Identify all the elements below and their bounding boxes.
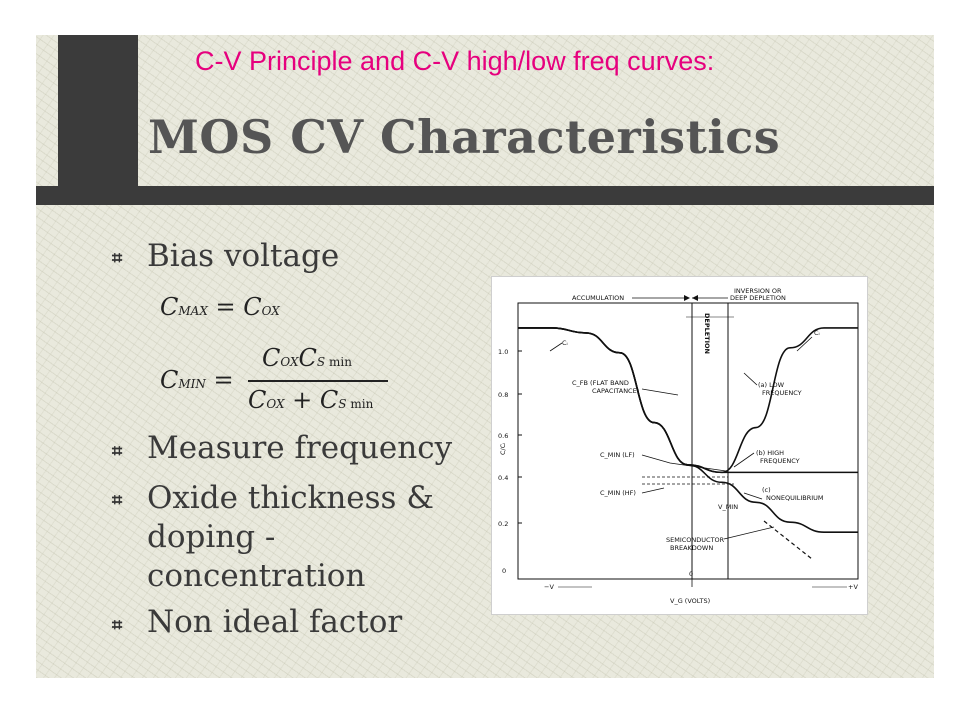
decorative-horizontal-bar [36,186,934,205]
bullet-non-ideal-factor: Non ideal factor [147,604,403,640]
bullet-icon: ⌗ [112,490,123,511]
leader-line [641,487,665,494]
x-axis-label: V_G (VOLTS) [670,597,710,605]
leader-line [733,452,755,468]
deep-depletion-label: DEEP DEPLETION [730,294,786,302]
y-tick-label: 0.8 [498,391,508,399]
depletion-label: DEPLETION [703,313,711,354]
x-zero-label: 0 [689,570,693,578]
formula-cmin-lhs: CMIN = [160,366,234,394]
cv-curve-series-3 [517,327,858,533]
y-tick-label: 0.4 [498,474,508,482]
decorative-vertical-bar [58,35,138,205]
leader-line [641,454,727,472]
high-freq-label-line2: FREQUENCY [760,457,800,465]
bullet-oxide-line1: Oxide thickness & [147,480,434,516]
cv-curves [517,327,858,533]
leader-line [641,388,679,396]
cv-curve-figure: 1.0 0.8 0.6 0.4 0.2 0 C/Cᵢ ACCUMULATION … [491,276,868,615]
bullet-oxide-line2: doping - [147,519,276,555]
cmin-hf-label: C_MIN (HF) [600,489,636,497]
inversion-label: INVERSION OR [734,287,782,295]
y-tick-label: 1.0 [498,348,508,356]
leader-line [743,372,758,386]
bullet-measure-frequency: Measure frequency [147,430,453,466]
x-pos-label: +V [848,583,858,591]
breakdown-label: SEMICONDUCTOR [666,536,725,544]
bullet-bias-voltage: Bias voltage [147,238,340,274]
cv-curve-chart: 1.0 0.8 0.6 0.4 0.2 0 C/Cᵢ ACCUMULATION … [498,287,859,605]
accumulation-label: ACCUMULATION [572,294,624,302]
high-freq-label: (b) HIGH [756,449,784,457]
low-freq-label-line2: FREQUENCY [762,389,802,397]
formula-cmin-numerator: COXCS min [262,344,352,372]
cv-curve-series-2 [517,327,858,474]
y-tick-label: 0.6 [498,432,508,440]
ci-left-label: Cᵢ [562,339,568,347]
header-title: C-V Principle and C-V high/low freq curv… [195,46,715,76]
bullet-icon: ⌗ [112,441,123,462]
noneq-label-line2: NONEQUILIBRIUM [766,494,824,502]
fraction-line [248,380,388,382]
breakdown-label-line2: BREAKDOWN [670,544,713,552]
bullet-oxide-line3: concentration [147,558,366,594]
formula-cmin-denominator: COX + CS min [248,386,374,414]
leader-line [796,336,813,352]
leader-line [743,492,763,500]
bullet-icon: ⌗ [112,248,123,269]
cfb-label: C_FB (FLAT BAND [572,379,629,387]
noneq-label: (c) [762,486,771,494]
plot-frame [517,302,859,580]
leader-line [549,342,563,352]
cv-curve-series-1 [517,327,858,474]
cmin-lf-label: C_MIN (LF) [600,451,635,459]
slide-title: MOS CV Characteristics [148,110,781,164]
ci-right-label: Cᵢ [814,329,820,337]
y-axis-label: C/Cᵢ [499,443,507,455]
y-tick-marks [518,350,522,524]
vmin-label: V_MIN [718,503,738,511]
bullet-icon: ⌗ [112,615,123,636]
y-tick-label: 0 [502,567,506,575]
y-tick-label: 0.2 [498,520,508,528]
x-neg-label: −V [544,583,554,591]
cfb-label-line2: CAPACITANCE) [592,387,639,395]
leader-line [723,526,775,540]
arrow-head [684,295,690,301]
arrow-head [692,295,698,301]
formula-cmax: CMAX = COX [160,293,280,321]
low-freq-label: (a) LOW [758,381,785,389]
